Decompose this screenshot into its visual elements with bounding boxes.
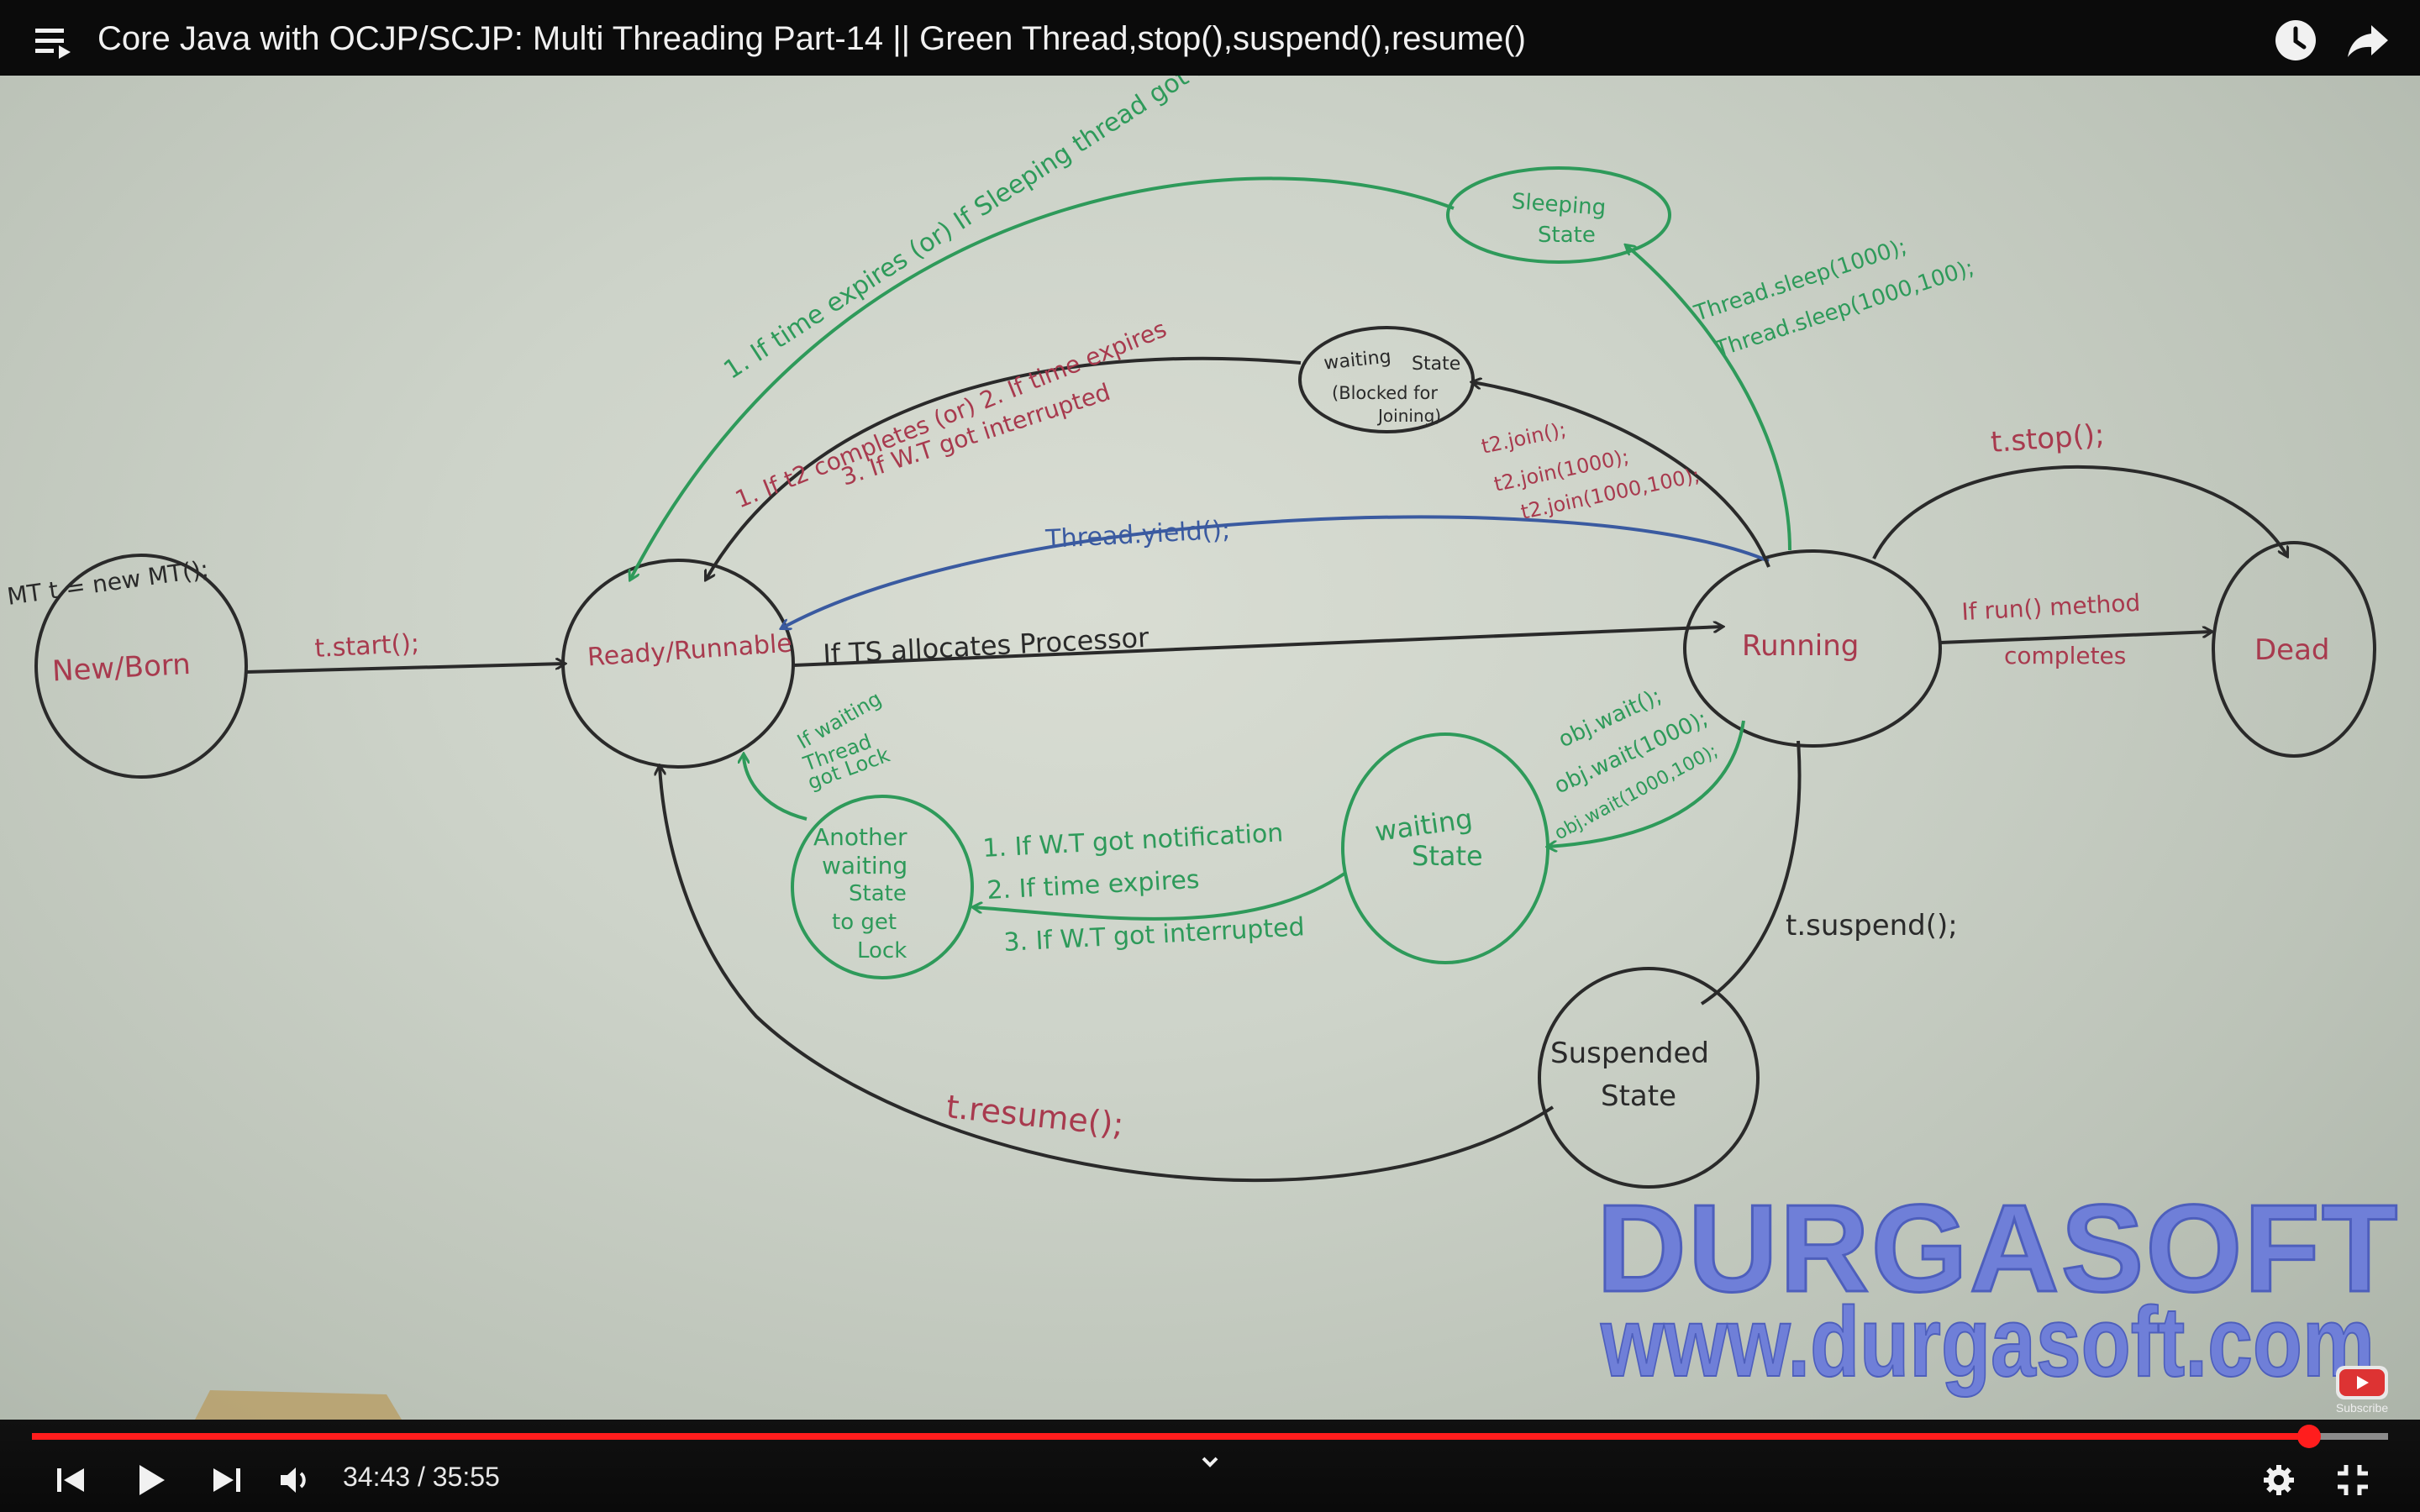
- share-icon[interactable]: [2343, 15, 2393, 66]
- join-call-label-1: t2.join();: [1479, 417, 1568, 459]
- chevron-down-icon[interactable]: [1186, 1446, 1234, 1480]
- run-complete-arrow: [1939, 632, 2212, 644]
- run-completes-label-1: If run() method: [1961, 589, 2141, 626]
- progress-bar[interactable]: [32, 1425, 2388, 1448]
- run-completes-label-2: completes: [2004, 642, 2126, 669]
- watermark-brand: DURGASOFT: [1595, 1179, 2400, 1318]
- waiting-state-label-2: State: [1412, 840, 1483, 872]
- newborn-state-label: New/Born: [51, 648, 192, 689]
- desk-object: [195, 1390, 402, 1420]
- subscribe-label[interactable]: Subscribe: [2335, 1401, 2389, 1415]
- time-display: 34:43 / 35:55: [343, 1462, 500, 1492]
- newborn-state-circle: [34, 554, 248, 779]
- sleep-return-arrow: [630, 176, 1455, 580]
- wait-arrow: [1548, 720, 1745, 847]
- stop-label: t.stop();: [1990, 418, 2106, 459]
- sleep-arrow: [1626, 245, 1791, 551]
- sleeping-state-label-2: State: [1538, 223, 1596, 248]
- playlist-icon[interactable]: [29, 17, 79, 67]
- join-state-label-1: waiting: [1323, 346, 1392, 374]
- notify-arrow: [973, 872, 1346, 921]
- scheduler-arrow: [792, 627, 1723, 667]
- volume-icon[interactable]: [271, 1455, 321, 1505]
- another-state-label-2: waiting: [822, 852, 908, 879]
- join-state-label-2: State: [1412, 354, 1460, 375]
- lock-waiting-state-circle: [791, 795, 974, 979]
- play-icon[interactable]: [124, 1455, 175, 1505]
- suspended-state-label-2: State: [1601, 1079, 1676, 1113]
- yield-arrow: [781, 515, 1770, 628]
- another-state-label-5: Lock: [857, 938, 907, 963]
- running-state-circle: [1683, 549, 1942, 748]
- gear-icon[interactable]: [2254, 1455, 2304, 1505]
- video-title[interactable]: Core Java with OCJP/SCJP: Multi Threadin…: [97, 20, 1526, 57]
- got-lock-arrow: [744, 754, 808, 821]
- dead-state-circle: [2212, 541, 2376, 758]
- resume-arrow: [660, 766, 1555, 1183]
- suspended-state-circle: [1538, 967, 1760, 1189]
- stop-arrow: [1872, 465, 2287, 559]
- yield-label: Thread.yield();: [1044, 516, 1231, 555]
- another-state-label-4: to get: [832, 910, 897, 935]
- suspend-arrow: [1700, 740, 1802, 1005]
- start-label: t.start();: [314, 629, 420, 664]
- suspended-state-label-1: Suspended: [1550, 1037, 1709, 1070]
- clock-icon[interactable]: [2270, 15, 2321, 66]
- running-state-label: Running: [1742, 629, 1859, 663]
- progress-scrubber[interactable]: [2297, 1425, 2322, 1448]
- another-state-label-1: Another: [813, 823, 908, 851]
- join-return-arrow: [706, 356, 1302, 580]
- join-state-label-4: Joining): [1376, 406, 1441, 426]
- suspend-label: t.suspend();: [1786, 909, 1958, 942]
- join-arrow: [1472, 382, 1770, 568]
- join-state-label-3: (Blocked for: [1332, 383, 1438, 403]
- ready-state-label: Ready/Runnable: [587, 629, 793, 673]
- another-state-label-3: State: [849, 881, 907, 906]
- notify-label-2: 2. If time expires: [986, 865, 1201, 906]
- dead-state-label: Dead: [2254, 633, 2330, 667]
- exit-fullscreen-icon[interactable]: [2328, 1455, 2378, 1505]
- start-arrow: [245, 664, 565, 674]
- notify-label-1: 1. If W.T got notification: [982, 818, 1284, 864]
- sleeping-state-circle: [1446, 166, 1671, 264]
- progress-played: [32, 1433, 2310, 1440]
- subscribe-icon[interactable]: [2334, 1362, 2390, 1403]
- sleeping-state-label-1: Sleeping: [1511, 189, 1607, 221]
- new-object-label: MT t = new MT();: [5, 555, 210, 611]
- title-bar: Core Java with OCJP/SCJP: Multi Threadin…: [0, 0, 2420, 76]
- skip-previous-icon[interactable]: [45, 1455, 96, 1505]
- watermark-url: www.durgasoft.com: [1600, 1287, 2375, 1398]
- ts-allocates-label: If TS allocates Processor: [822, 622, 1150, 670]
- skip-next-icon[interactable]: [202, 1455, 252, 1505]
